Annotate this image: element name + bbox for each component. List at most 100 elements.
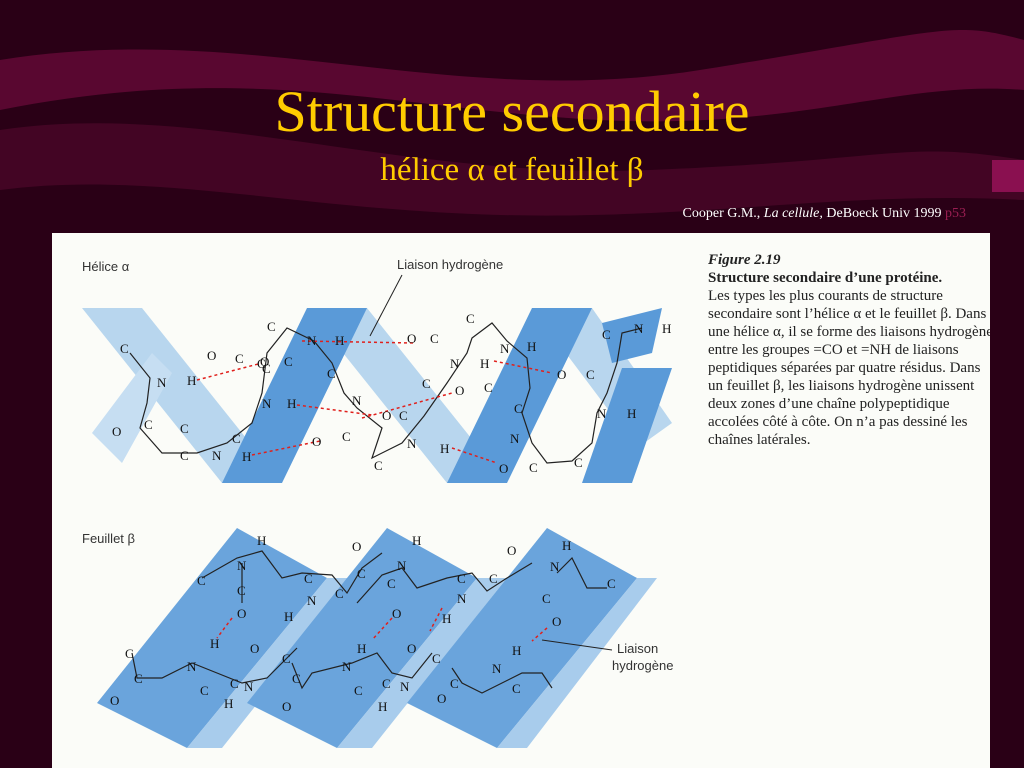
atom-carbon: C (387, 576, 396, 591)
atom-oxygen: O (437, 691, 446, 706)
atom-oxygen: O (455, 383, 464, 398)
atom-hydrogen: H (627, 406, 636, 421)
sheet-atoms: H N C C O C N H C O C H N C O C N H C O (110, 533, 616, 714)
atom-carbon: C (257, 356, 266, 371)
atom-hydrogen: H (440, 441, 449, 456)
atom-nitrogen: N (187, 659, 197, 674)
hbond-label-pointer (369, 274, 403, 337)
atom-oxygen: O (407, 641, 416, 656)
sheet-strand-light (497, 578, 657, 748)
atom-hydrogen: H (562, 538, 571, 553)
hbond-label-pointer (541, 639, 613, 651)
citation-book: La cellule, (763, 206, 823, 221)
atom-oxygen: O (112, 424, 121, 439)
atom-hydrogen: H (284, 609, 293, 624)
atom-oxygen: O (392, 606, 401, 621)
atom-nitrogen: N (342, 659, 352, 674)
atom-carbon: C (529, 460, 538, 475)
atom-nitrogen: N (307, 333, 317, 348)
atom-carbon: C (200, 683, 209, 698)
atom-carbon: C (304, 571, 313, 586)
atom-carbon: C (374, 458, 383, 473)
hbond-label-bottom-line2: hydrogène (612, 658, 673, 673)
atom-carbon: C (602, 327, 611, 342)
atom-hydrogen: H (224, 696, 233, 711)
atom-oxygen: O (250, 641, 259, 656)
alpha-helix: C N H C O C C N H O C C C N H C C N H O (82, 274, 672, 483)
atom-hydrogen: H (210, 636, 219, 651)
atom-hydrogen: H (257, 533, 266, 548)
sheet-strand (247, 528, 477, 748)
atom-carbon: C (542, 591, 551, 606)
atom-oxygen: O (557, 367, 566, 382)
sheet-label: Feuillet β (82, 531, 135, 546)
helix-ribbon-back (307, 308, 507, 483)
atom-nitrogen: N (510, 431, 520, 446)
caption-number: Figure 2.19 (708, 252, 781, 268)
atom-hydrogen: H (662, 321, 671, 336)
atom-oxygen: O (382, 408, 391, 423)
citation-author: Cooper G.M., (682, 206, 764, 221)
sheet-strand-light (337, 578, 507, 748)
atom-carbon: C (284, 354, 293, 369)
atom-carbon: C (357, 566, 366, 581)
atom-carbon: C (399, 408, 408, 423)
atom-nitrogen: N (597, 406, 607, 421)
atom-nitrogen: N (352, 393, 362, 408)
atom-carbon: C (607, 576, 616, 591)
atom-nitrogen: N (492, 661, 502, 676)
helix-ribbon-front (602, 308, 662, 363)
slide-title: Structure secondaire (274, 79, 750, 144)
atom-carbon: C (262, 361, 271, 376)
atom-carbon: C (292, 671, 301, 686)
helix-ribbon-front (447, 308, 592, 483)
slide-subtitle: hélice α et feuillet β (380, 152, 644, 188)
citation: Cooper G.M., La cellule, DeBoeck Univ 19… (683, 206, 966, 222)
atom-nitrogen: N (400, 679, 410, 694)
atom-carbon: C (232, 431, 241, 446)
atom-hydrogen: H (242, 449, 251, 464)
atom-carbon: C (450, 676, 459, 691)
sheet-hydrogen-bonds (216, 607, 548, 642)
sheet-strand (97, 528, 327, 748)
atom-nitrogen: N (244, 679, 254, 694)
atom-carbon: C (432, 651, 441, 666)
atom-oxygen: O (312, 434, 321, 449)
atom-oxygen: O (507, 543, 516, 558)
atom-carbon: C (237, 583, 246, 598)
atom-hydrogen: H (357, 641, 366, 656)
atom-nitrogen: N (397, 558, 407, 573)
atom-hydrogen: H (287, 396, 296, 411)
atom-oxygen: O (499, 461, 508, 476)
atom-carbon: C (466, 311, 475, 326)
atom-hydrogen: H (335, 333, 344, 348)
atom-hydrogen: H (378, 699, 387, 714)
protein-structure-diagram: C N H C O C C N H O C C C N H C C N H O (82, 257, 673, 748)
atom-carbon: C (197, 573, 206, 588)
atom-carbon: C (180, 448, 189, 463)
atom-hydrogen: H (442, 611, 451, 626)
atom-carbon: C (335, 586, 344, 601)
atom-hydrogen: H (480, 356, 489, 371)
atom-nitrogen: N (500, 341, 510, 356)
atom-nitrogen: N (407, 436, 417, 451)
atom-carbon: C (120, 341, 129, 356)
atom-nitrogen: N (457, 591, 467, 606)
hbond-label-top: Liaison hydrogène (397, 257, 503, 272)
atom-carbon: C (422, 376, 431, 391)
caption-body: Les types les plus courants de structure… (708, 288, 990, 448)
atom-nitrogen: N (157, 375, 167, 390)
figure-panel: C N H C O C C N H O C C C N H C C N H O (52, 233, 990, 768)
citation-page: p53 (945, 206, 966, 221)
helix-atoms: C N H C O C C N H O C C C N H C C N H O (112, 311, 671, 476)
atom-carbon: C (354, 683, 363, 698)
helix-ribbon-front (222, 308, 367, 483)
hbond-label-bottom-line1: Liaison (617, 641, 658, 656)
atom-carbon: C (125, 646, 134, 661)
atom-carbon: C (484, 380, 493, 395)
atom-oxygen: O (207, 348, 216, 363)
atom-carbon: C (134, 671, 143, 686)
atom-carbon: C (267, 319, 276, 334)
helix-ribbon-front (582, 368, 672, 483)
atom-carbon: C (574, 455, 583, 470)
